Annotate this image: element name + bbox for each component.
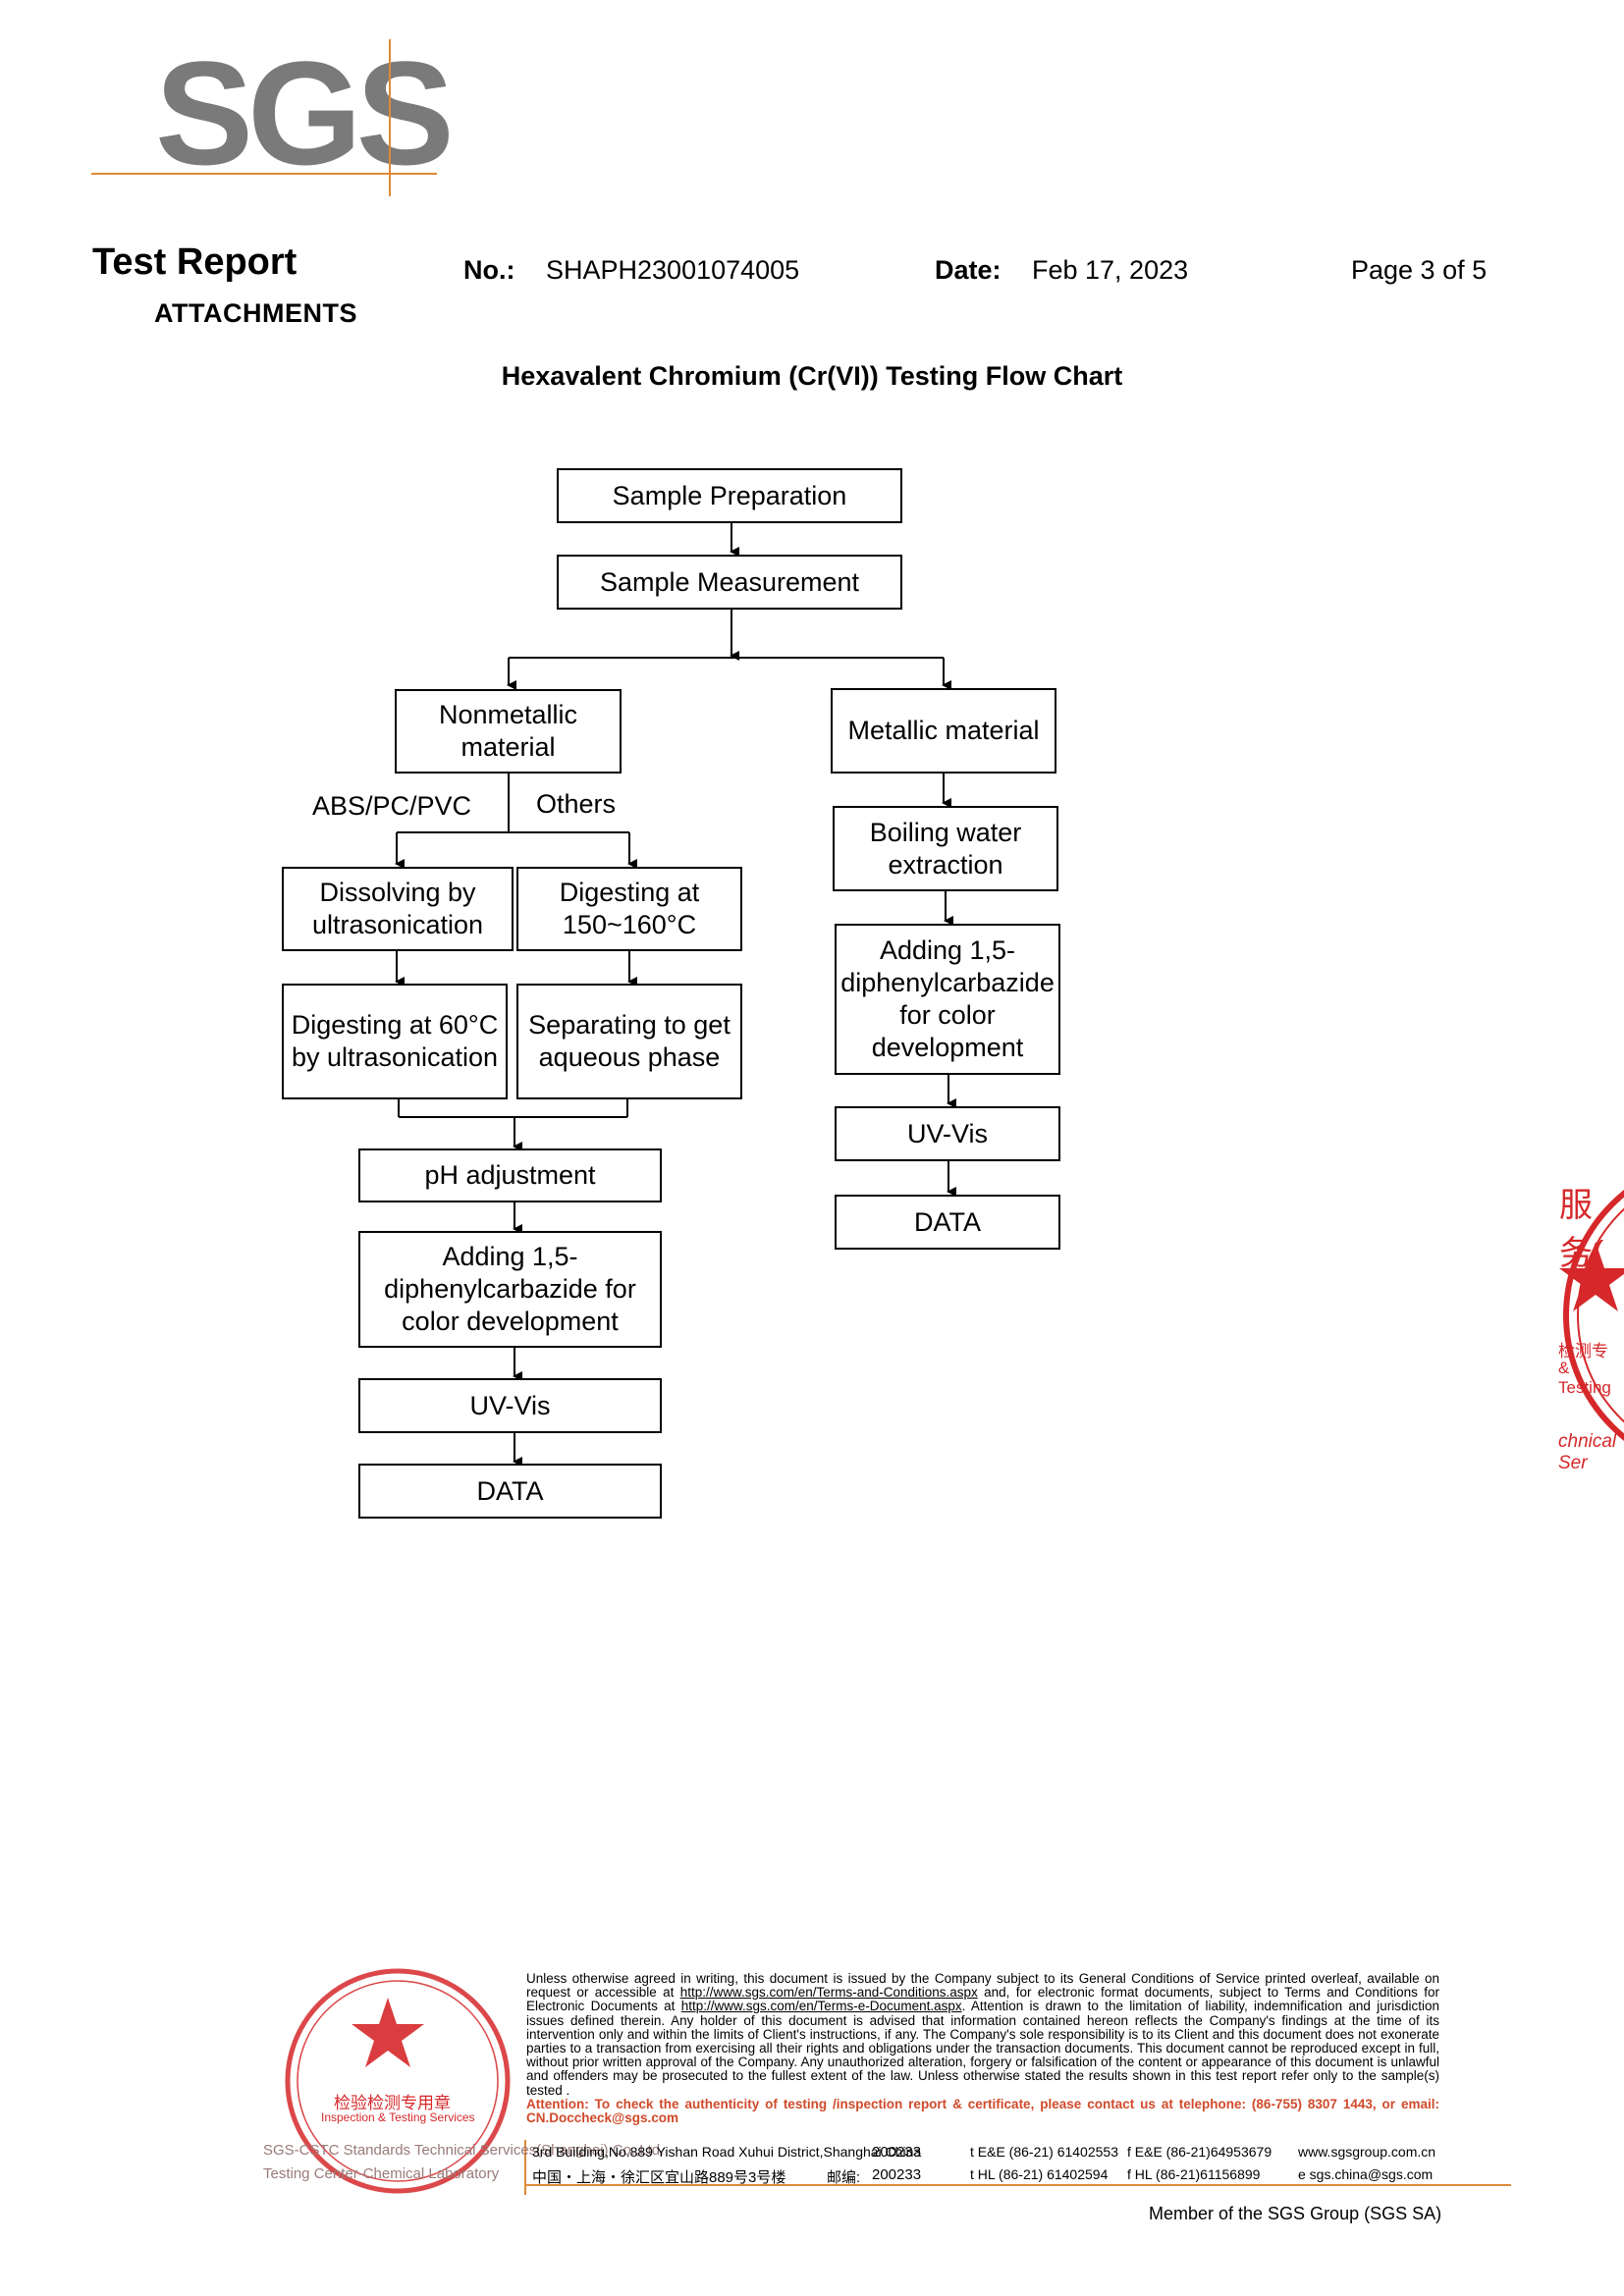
flow-chart-title: Hexavalent Chromium (Cr(VI)) Testing Flo… (501, 361, 1123, 391)
disclaimer-part-3: . Attention is drawn to the limitation o… (526, 1999, 1439, 2098)
flow-chart-connectors (395, 523, 956, 1467)
digesting-60-box: Digesting at 60°C by ultrasonication (282, 984, 508, 1099)
sample-measurement-box: Sample Measurement (557, 555, 902, 610)
side-seal-text-3: & Testing (1558, 1359, 1611, 1397)
footer-divider-vertical (524, 2140, 526, 2195)
member-statement: Member of the SGS Group (SGS SA) (1149, 2204, 1442, 2223)
sgs-logo: SGS (155, 30, 455, 195)
report-date: Feb 17, 2023 (1032, 255, 1189, 285)
inspection-seal-stamp: 检验检测专用章 Inspection & Testing Services (280, 1963, 515, 2199)
date-label: Date: (935, 255, 1001, 285)
metallic-material-box: Metallic material (831, 688, 1056, 774)
logo-divider-vertical (389, 39, 391, 196)
page-number: Page 3 of 5 (1351, 255, 1488, 285)
company-name-left: SGS-CSTC Standards Technical Services(Sh… (263, 2142, 665, 2159)
disclaimer-part-1: Unless otherwise agreed in writing, this… (526, 1971, 1439, 2001)
report-number-label: No.: (463, 255, 515, 285)
legal-disclaimer: Unless otherwise agreed in writing, this… (526, 1971, 1440, 2126)
data-right-box: DATA (835, 1195, 1060, 1250)
uvvis-left-box: UV-Vis (358, 1378, 662, 1433)
seal-text-en: Inspection & Testing Services (321, 2110, 475, 2124)
adding-diphenylcarbazide-right-box: Adding 1,5-diphenylcarbazide for color d… (835, 924, 1060, 1075)
uvvis-right-box: UV-Vis (835, 1106, 1060, 1161)
contact-email[interactable]: e sgs.china@sgs.com (1298, 2166, 1434, 2182)
side-seal-text-1: 服务( (1559, 1187, 1604, 1272)
fax-hl: f HL (86-21)61156899 (1127, 2166, 1261, 2182)
seal-text-cn: 检验检测专用章 (334, 2094, 451, 2112)
terms-link[interactable]: http://www.sgs.com/en/Terms-and-Conditio… (679, 1985, 978, 2001)
logo-divider-horizontal (91, 173, 437, 175)
report-subtitle: ATTACHMENTS (154, 298, 357, 328)
boiling-water-extraction-box: Boiling water extraction (833, 806, 1058, 891)
postcode-chinese-label: 邮编: (827, 2169, 861, 2186)
side-seal-text-2: 检测专 (1558, 1342, 1608, 1361)
terms-e-document-link[interactable]: http://www.sgs.com/en/Terms-e-Document.a… (680, 1999, 962, 2014)
nonmetallic-material-box: Nonmetallic material (395, 689, 622, 774)
disclaimer-part-2: and, for electronic format documents, su… (526, 1985, 1440, 2014)
branch-label-others: Others (536, 789, 617, 819)
report-number: SHAPH23001074005 (546, 255, 800, 285)
website[interactable]: www.sgsgroup.com.cn (1298, 2144, 1436, 2160)
address-chinese: 中国・上海・徐汇区宜山路889号3号楼 (532, 2169, 786, 2186)
side-seal-stamp: 服务( 检测专 & Testing chnical Ser (1556, 1148, 1624, 1482)
postcode-english: 200233 (872, 2144, 922, 2161)
address-english: 3rd Building,No.889 Yishan Road Xuhui Di… (532, 2144, 922, 2160)
fax-ee: f E&E (86-21)64953679 (1127, 2144, 1272, 2160)
tel-hl: t HL (86-21) 61402594 (970, 2166, 1109, 2182)
authenticity-attention: Attention: To check the authenticity of … (526, 2096, 1439, 2126)
postcode-chinese: 200233 (872, 2166, 922, 2183)
report-title: Test Report (92, 241, 298, 283)
ph-adjustment-box: pH adjustment (358, 1148, 662, 1202)
adding-diphenylcarbazide-left-box: Adding 1,5-diphenylcarbazide for color d… (358, 1231, 662, 1348)
tel-ee: t E&E (86-21) 61402553 (970, 2144, 1118, 2160)
dissolving-box: Dissolving by ultrasonication (282, 867, 514, 951)
footer-divider (526, 2184, 1511, 2186)
lab-name-left: Testing Center-Chemical Laboratory (263, 2165, 500, 2182)
digesting-150-box: Digesting at 150~160°C (516, 867, 742, 951)
side-seal-text-4: chnical Ser (1558, 1431, 1617, 1473)
branch-label-abs: ABS/PC/PVC (312, 791, 472, 821)
separating-box: Separating to get aqueous phase (516, 984, 742, 1099)
sample-preparation-box: Sample Preparation (557, 468, 902, 523)
data-left-box: DATA (358, 1464, 662, 1519)
